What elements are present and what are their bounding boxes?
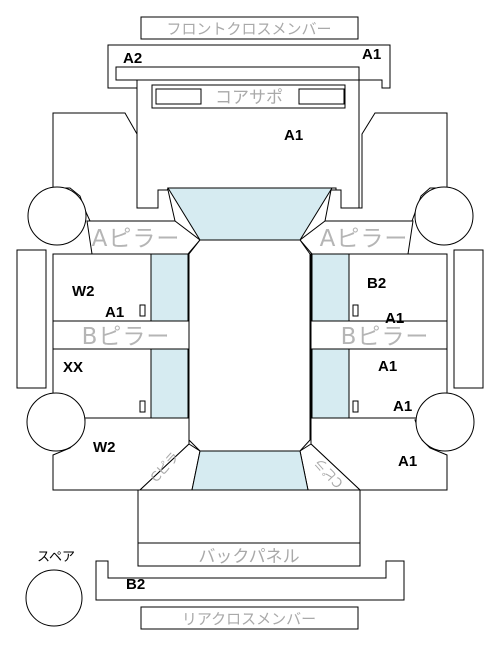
right-rear-door-window[interactable] [311, 348, 350, 419]
left-rear-door-window[interactable] [150, 348, 189, 419]
rear-window[interactable] [191, 450, 309, 491]
left-b-pillar-label: Bピラー [82, 324, 171, 350]
rear-bumper-code: B2 [126, 576, 145, 593]
left-front-wheel[interactable] [27, 186, 87, 246]
left-a-pillar-label: Aピラー [92, 226, 181, 252]
right-rocker-panel[interactable] [453, 249, 484, 389]
left-rear-door-code: XX [63, 359, 83, 376]
rear-bumper-outline[interactable] [95, 560, 405, 601]
right-front-fender[interactable] [324, 112, 448, 222]
spare-tire[interactable] [25, 569, 83, 627]
right-rear-door-code: A1 [378, 358, 397, 375]
left-b-pillar[interactable] [52, 320, 190, 350]
hood-code: A1 [284, 127, 303, 144]
trunk-lid[interactable] [137, 489, 361, 544]
roof-panel[interactable] [188, 239, 311, 452]
back-panel-label: バックパネル [198, 547, 299, 567]
windshield[interactable] [167, 187, 333, 241]
front-cross-member-label: フロントクロスメンバー [166, 20, 331, 38]
left-front-door-handle[interactable] [139, 304, 146, 317]
right-b-pillar-label: Bピラー [341, 324, 430, 350]
right-front-door-code: B2 [367, 275, 386, 292]
core-support-label: コアサポ [215, 88, 283, 108]
right-front-door-window[interactable] [311, 253, 350, 322]
right-rear-door-handle[interactable] [352, 400, 359, 413]
headlight-right[interactable] [298, 88, 345, 105]
left-front-door-window[interactable] [150, 253, 189, 322]
left-b-pillar-code: A1 [105, 304, 124, 321]
right-rear-quarter-code: A1 [398, 453, 417, 470]
front-bumper-code-right: A1 [362, 46, 381, 63]
front-cross-member-box[interactable] [140, 16, 359, 40]
right-rear-wheel[interactable] [415, 392, 475, 452]
right-rear-wheel-code: A1 [393, 398, 412, 415]
spare-label: スペア [37, 550, 75, 565]
left-rear-wheel[interactable] [26, 392, 86, 452]
right-b-pillar[interactable] [310, 320, 448, 350]
rear-cross-member-label: リアクロスメンバー [182, 610, 316, 628]
left-rear-door-handle[interactable] [139, 400, 146, 413]
left-rocker-panel[interactable] [16, 249, 47, 389]
left-front-door-code: W2 [72, 283, 95, 300]
right-a-pillar[interactable] [299, 220, 414, 255]
right-front-door-handle[interactable] [352, 304, 359, 317]
left-front-fender[interactable] [52, 112, 176, 222]
back-panel-box[interactable] [137, 542, 361, 567]
right-a-pillar-label: Aピラー [320, 226, 409, 252]
left-rear-quarter-code: W2 [93, 439, 116, 456]
rear-cross-member-box[interactable] [140, 606, 359, 630]
front-bumper-code-left: A2 [123, 50, 142, 67]
headlight-left[interactable] [155, 88, 202, 105]
right-b-pillar-code: A1 [385, 310, 404, 327]
right-front-wheel[interactable] [414, 186, 474, 246]
